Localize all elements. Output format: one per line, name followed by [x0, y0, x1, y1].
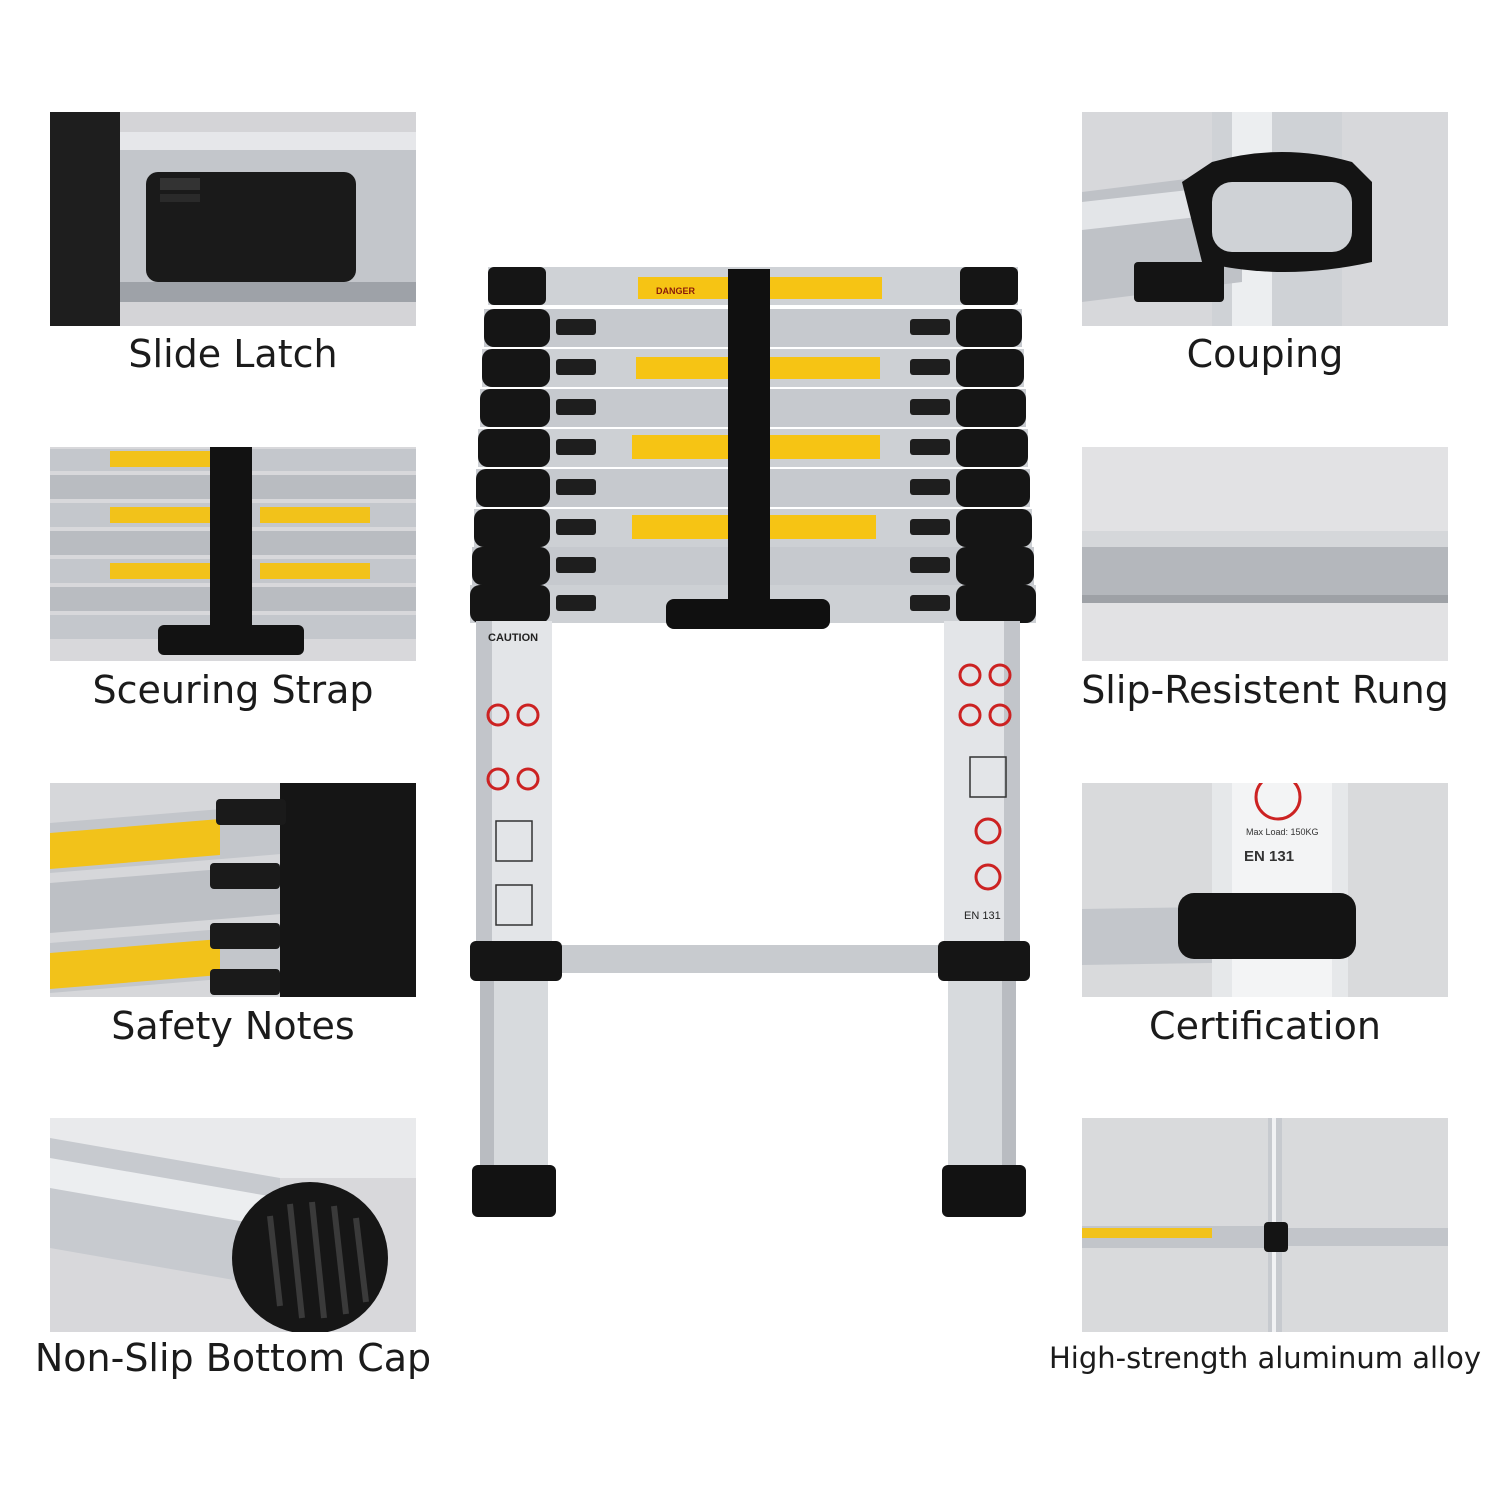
securing-strap-caption: Sceuring Strap — [92, 668, 374, 712]
warning-icons — [486, 663, 1012, 891]
cert-standard-label: EN 131 — [1244, 848, 1294, 865]
slide-latch-caption: Slide Latch — [128, 332, 338, 376]
safety-notes-caption: Safety Notes — [111, 1004, 355, 1048]
bottom-cap-image — [50, 1118, 416, 1332]
coupling-image — [1082, 112, 1448, 326]
ladder-stiles: CAUTION EN 131 — [470, 621, 1030, 1217]
certification-image: Max Load: 150KG EN 131 — [1082, 783, 1448, 997]
standard-label: EN 131 — [964, 910, 1001, 922]
certification-caption: Certification — [1149, 1004, 1381, 1048]
alloy-image — [1082, 1118, 1448, 1332]
alloy-caption: High-strength aluminum alloy — [1048, 1341, 1481, 1375]
rung-stack: DANGER — [470, 267, 1036, 629]
caution-label: CAUTION — [488, 632, 538, 644]
slide-latch-image — [50, 112, 416, 326]
telescopic-ladder-image: DANGER — [460, 255, 1040, 1235]
coupling-caption: Couping — [1186, 332, 1344, 376]
safety-notes-image — [50, 783, 416, 997]
rung-caption: Slip-Resistent Rung — [1081, 668, 1449, 712]
bottom-cap-caption: Non-Slip Bottom Cap — [34, 1336, 432, 1380]
rung-image — [1082, 447, 1448, 661]
danger-label: DANGER — [656, 286, 696, 296]
securing-strap-image — [50, 447, 416, 661]
max-load-label: Max Load: 150KG — [1246, 827, 1319, 837]
